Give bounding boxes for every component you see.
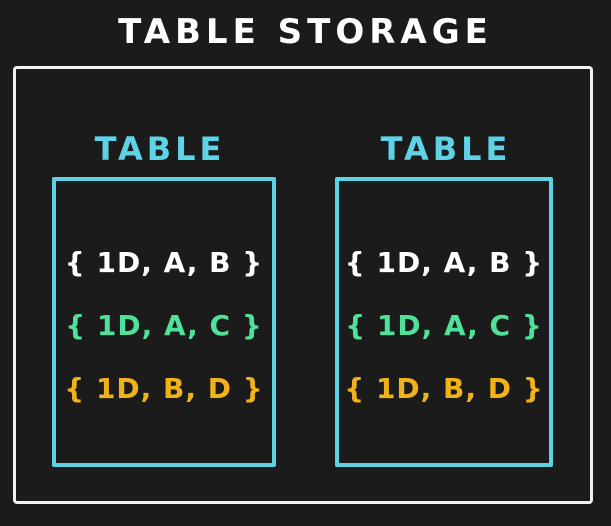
table-box-left: { 1D, A, B } { 1D, A, C } { 1D, B, D } [52,177,276,467]
table-label-left: TABLE [94,130,226,168]
diagram-title: TABLE STORAGE [118,12,493,52]
table-label-right: TABLE [380,130,512,168]
table-box-right: { 1D, A, B } { 1D, A, C } { 1D, B, D } [335,177,553,467]
table-row-right-3: { 1D, B, D } [344,372,544,405]
table-row-left-3: { 1D, B, D } [64,372,264,405]
table-row-left-2: { 1D, A, C } [65,309,263,342]
table-row-right-1: { 1D, A, B } [344,246,544,279]
table-row-right-2: { 1D, A, C } [345,309,543,342]
table-storage-container [13,66,593,504]
table-row-left-1: { 1D, A, B } [64,246,264,279]
